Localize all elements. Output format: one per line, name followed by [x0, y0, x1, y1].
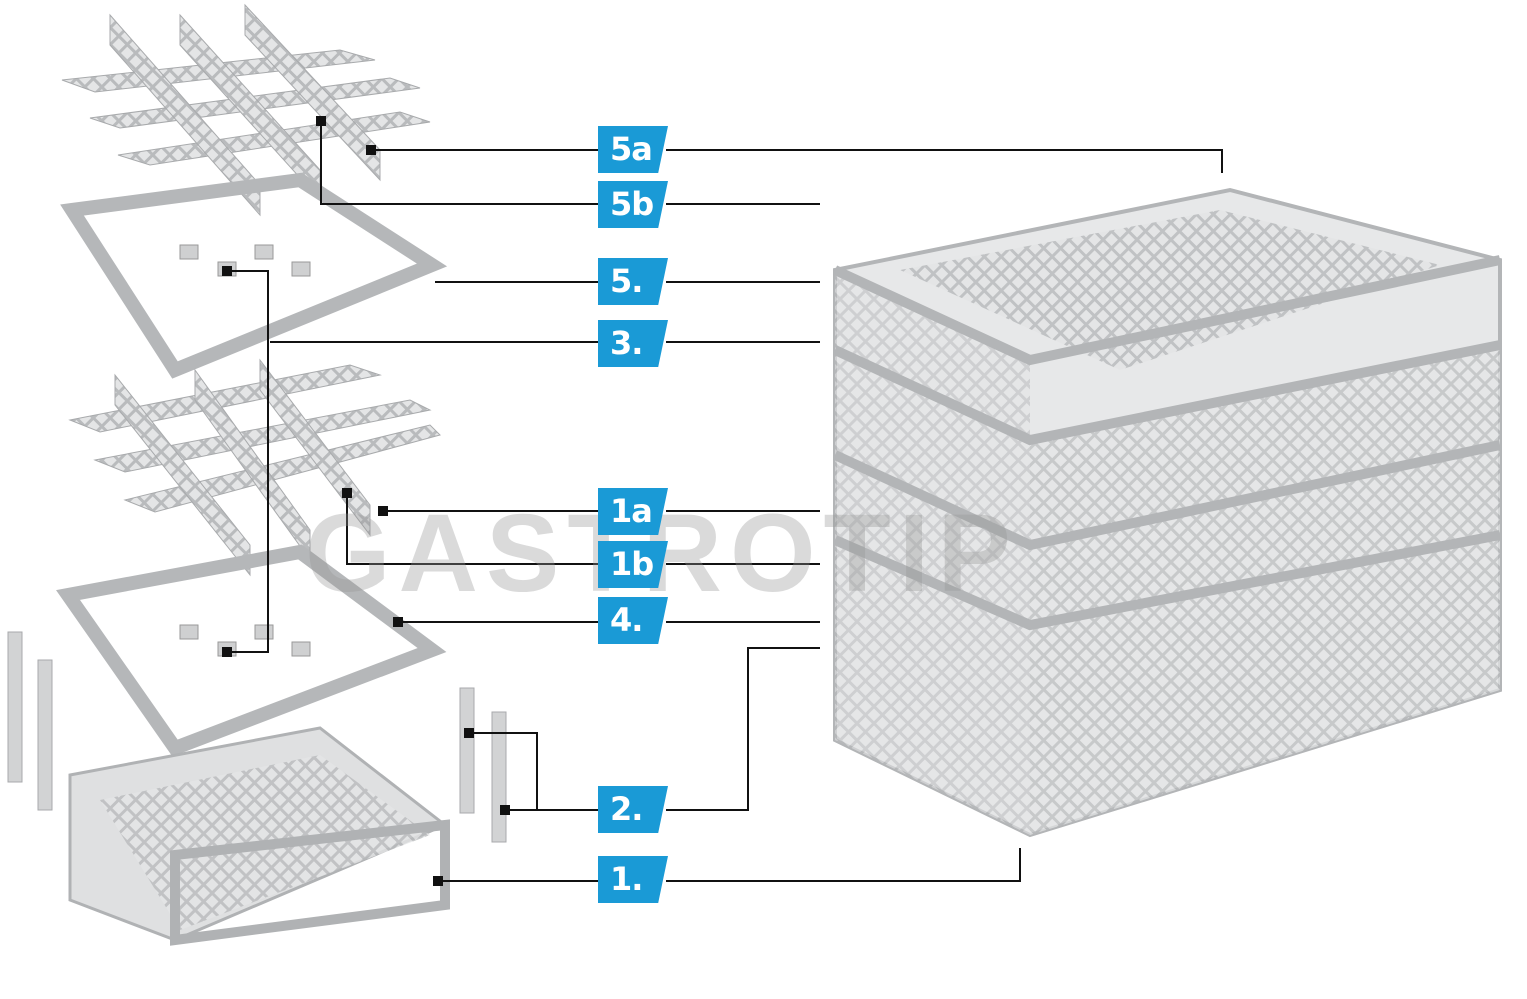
label-5a: 5a — [598, 126, 668, 173]
label-4: 4. — [598, 597, 668, 644]
leader-lines — [227, 121, 1223, 882]
leader-dots — [222, 116, 510, 886]
assembled-rack — [832, 187, 1502, 838]
base-rack-1 — [68, 726, 450, 946]
label-5: 5. — [598, 258, 668, 305]
label-1b: 1b — [598, 541, 668, 588]
label-1a: 1a — [598, 488, 668, 535]
label-1: 1. — [598, 856, 668, 903]
divider-grid-1a — [68, 358, 441, 577]
divider-grid-5a — [61, 3, 431, 217]
label-2: 2. — [598, 786, 668, 833]
extension-frame-4 — [56, 544, 447, 757]
extension-frame-5 — [60, 172, 448, 379]
rails-2 — [7, 631, 507, 843]
label-5b: 5b — [598, 181, 668, 228]
label-3: 3. — [598, 320, 668, 367]
